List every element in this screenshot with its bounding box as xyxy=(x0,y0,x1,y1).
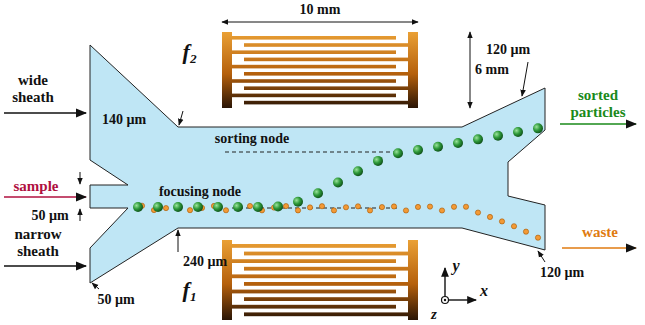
sorted-particle xyxy=(473,134,483,144)
waste-particle xyxy=(223,208,228,213)
sorted-particle xyxy=(173,202,183,212)
waste-particle xyxy=(487,214,492,219)
dimension-label: 240 µm xyxy=(183,254,227,269)
outlet-label: sorted particles xyxy=(558,87,638,120)
axis-label: z xyxy=(431,306,437,323)
sorted-particle xyxy=(313,188,323,198)
waste-particle xyxy=(283,204,288,209)
inlet-arrow xyxy=(4,196,86,198)
dimension-label: 140 µm xyxy=(102,112,146,127)
outlet-arrow xyxy=(560,123,636,125)
frequency-label: f₂ xyxy=(183,40,198,64)
dimension-arrow xyxy=(179,111,183,125)
inlet-label: narrow sheath xyxy=(8,226,68,259)
sorted-particle xyxy=(153,202,163,212)
axis-label: x xyxy=(480,282,488,300)
sorted-particle xyxy=(233,202,243,212)
sorted-particle xyxy=(493,131,503,141)
sorted-particle xyxy=(273,202,283,212)
waste-particle xyxy=(511,224,516,229)
dimension-label: 50 µm xyxy=(31,208,68,223)
inlet-label: wide sheath xyxy=(3,72,63,105)
sorted-particle xyxy=(193,202,203,212)
sorted-particle xyxy=(293,197,303,207)
waste-particle xyxy=(391,204,396,209)
waste-particle xyxy=(367,208,372,213)
waste-particle xyxy=(379,205,384,210)
waste-particle xyxy=(247,203,252,208)
axis-label: y xyxy=(452,257,459,275)
outlet-arrow xyxy=(562,247,636,249)
waste-particle xyxy=(307,205,312,210)
sorted-particle xyxy=(333,177,343,187)
sorted-particle xyxy=(453,138,463,148)
inlet-arrow xyxy=(4,112,86,114)
node-label: focusing node xyxy=(159,184,241,199)
dimension-arrow xyxy=(80,209,81,221)
waste-particle xyxy=(535,235,540,240)
dimension-arrow xyxy=(178,230,179,252)
axis-z xyxy=(444,299,446,301)
waste-particle xyxy=(463,204,468,209)
waste-particle xyxy=(343,205,348,210)
outlet-label: waste xyxy=(582,224,618,241)
waste-particle xyxy=(187,208,192,213)
inlet-arrow xyxy=(4,265,86,267)
dimension-arrow xyxy=(222,22,418,23)
dimension-arrow xyxy=(470,32,471,108)
dimension-arrow xyxy=(80,172,81,184)
waste-particle xyxy=(163,205,168,210)
axis-arrow xyxy=(445,299,476,300)
dimension-arrow xyxy=(522,62,528,96)
axis-arrow xyxy=(444,268,445,300)
dimension-arrow xyxy=(92,283,99,289)
dimension-arrow xyxy=(538,251,545,262)
dimension-label: 50 µm xyxy=(97,292,134,307)
waste-particle xyxy=(403,208,408,213)
sorted-particle xyxy=(433,142,443,152)
frequency-label: f₁ xyxy=(183,278,198,302)
dimension-label: 120 µm xyxy=(486,42,530,57)
sorting-node-line xyxy=(225,151,400,152)
inlet-label: sample xyxy=(14,178,59,195)
fluid-channel xyxy=(90,45,545,283)
dimension-label: 6 mm xyxy=(475,62,509,77)
sorted-particle xyxy=(133,202,143,212)
sorted-particle xyxy=(413,145,423,155)
waste-particle xyxy=(331,208,336,213)
waste-particle xyxy=(475,210,480,215)
dimension-label: 120 µm xyxy=(540,265,584,280)
waste-particle xyxy=(319,204,324,209)
waste-particle xyxy=(499,219,504,224)
sorted-particle xyxy=(373,156,383,166)
transducer xyxy=(222,32,418,108)
node-label: sorting node xyxy=(215,131,289,146)
sorted-particle xyxy=(533,123,543,133)
waste-particle xyxy=(415,204,420,209)
waste-particle xyxy=(427,204,432,209)
sorted-particle xyxy=(393,148,403,158)
sorted-particle xyxy=(513,127,523,137)
waste-particle xyxy=(355,204,360,209)
waste-particle xyxy=(523,229,528,234)
waste-particle xyxy=(439,208,444,213)
sorted-particle xyxy=(253,202,263,212)
waste-particle xyxy=(451,204,456,209)
transducer xyxy=(222,240,418,320)
waste-particle xyxy=(295,208,300,213)
axis-z xyxy=(442,297,449,304)
dimension-label: 10 mm xyxy=(300,2,341,17)
sorted-particle xyxy=(213,202,223,212)
sorted-particle xyxy=(353,166,363,176)
